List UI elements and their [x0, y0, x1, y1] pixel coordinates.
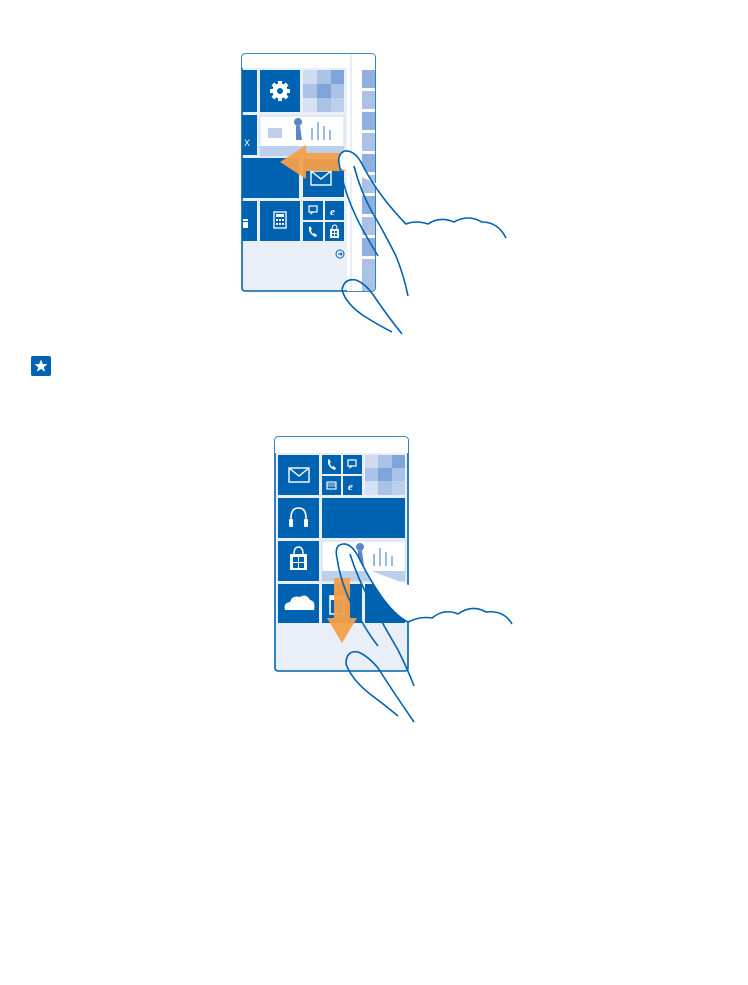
onedrive-icon: [284, 595, 315, 610]
tile-left-1: [242, 70, 257, 112]
email-icon: [326, 481, 337, 490]
star-icon: [31, 356, 51, 376]
arrow-circle-icon: [335, 249, 345, 259]
messaging-icon: [347, 459, 357, 469]
email-tile: [322, 476, 341, 495]
phone-icon: [327, 459, 336, 470]
calculator-icon: [273, 211, 287, 229]
ie-tile: [343, 476, 362, 495]
tile-left-2: [242, 115, 257, 155]
internet-explorer-icon: e: [348, 481, 353, 493]
people-mosaic-tile: [365, 455, 405, 495]
phone-tile: [322, 455, 341, 474]
messaging-tile: [343, 455, 362, 474]
ie-tile: [325, 201, 344, 220]
internet-explorer-icon: e: [330, 206, 335, 218]
phone-icon: [308, 226, 317, 237]
hand-outline-top: [338, 150, 507, 335]
phone-tile: [303, 222, 323, 241]
store-icon: [290, 546, 307, 570]
app-list-column: [362, 70, 375, 291]
phone-screen-bottom: e: [274, 436, 409, 672]
hand-outline-bottom: [335, 543, 513, 723]
people-mosaic-tile: [303, 70, 344, 112]
settings-icon: [270, 81, 290, 101]
headphones-icon: [289, 507, 308, 527]
music-tile: [278, 498, 319, 538]
swipe-down-arrow: [327, 578, 357, 643]
wide-tile: [322, 498, 405, 538]
store-icon: [330, 224, 339, 238]
svg-text:e: e: [330, 206, 335, 218]
tile-letter: X: [244, 138, 250, 148]
swipe-left-arrow: [280, 145, 350, 179]
messaging-icon: [308, 205, 318, 215]
tile-left-4: [242, 201, 257, 241]
photos-tile: [321, 540, 406, 582]
svg-text:e: e: [348, 481, 353, 493]
tile-small-icon: [243, 219, 248, 228]
messaging-tile: [303, 201, 323, 220]
mail-icon: [288, 467, 310, 483]
